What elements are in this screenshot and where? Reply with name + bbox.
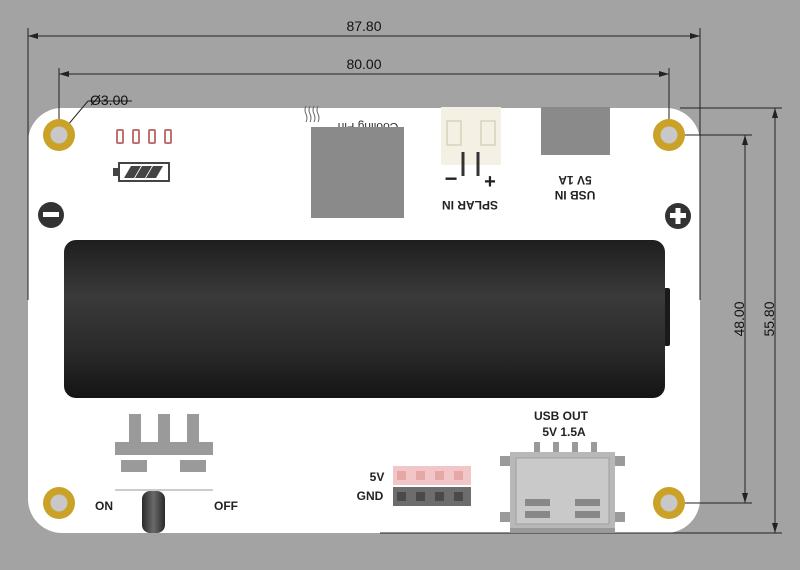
usb-out-port — [500, 442, 625, 533]
usb-in-label-line2: 5V 1A — [558, 173, 592, 187]
mount-hole-top-left — [43, 119, 75, 151]
battery-cell — [64, 240, 670, 398]
solar-plus-label: + — [484, 171, 496, 193]
minus-circle-icon — [38, 202, 64, 228]
dim-total-width — [27, 28, 701, 300]
usb-out-label-line1: USB OUT — [534, 409, 589, 423]
header-5v-label: 5V — [370, 470, 385, 484]
dim-total-width-label: 87.80 — [346, 18, 381, 34]
mount-hole-bottom-right — [653, 487, 685, 519]
solar-in-label: SPLAR IN — [442, 198, 498, 212]
pin-header-5v — [393, 466, 471, 485]
plus-circle-icon — [665, 203, 691, 229]
solar-in-connector — [441, 107, 501, 176]
switch-on-label: ON — [95, 499, 113, 513]
usb-in-label-line1: USB IN — [555, 188, 596, 202]
dim-hole-spacing-x — [58, 68, 670, 128]
solar-minus-label: − — [445, 166, 458, 191]
mount-hole-top-right — [653, 119, 685, 151]
pin-header-gnd — [393, 487, 471, 506]
dim-total-height-label: 55.80 — [761, 301, 777, 336]
dim-hole-spacing-x-label: 80.00 — [346, 56, 381, 72]
dim-hole-diameter-label: Ø3.00 — [90, 92, 128, 108]
dim-hole-spacing-y — [680, 134, 752, 504]
power-switch — [115, 414, 213, 533]
header-gnd-label: GND — [357, 489, 384, 503]
switch-off-label: OFF — [214, 499, 238, 513]
usb-out-label-line2: 5V 1.5A — [542, 425, 586, 439]
cooling-fin-pad — [311, 127, 404, 218]
cooling-fin-icon — [304, 105, 320, 123]
mount-hole-bottom-left — [43, 487, 75, 519]
dim-hole-spacing-y-label: 48.00 — [731, 301, 747, 336]
battery-level-icon — [113, 162, 170, 182]
usb-in-port — [541, 107, 610, 155]
charge-leds — [116, 129, 172, 144]
